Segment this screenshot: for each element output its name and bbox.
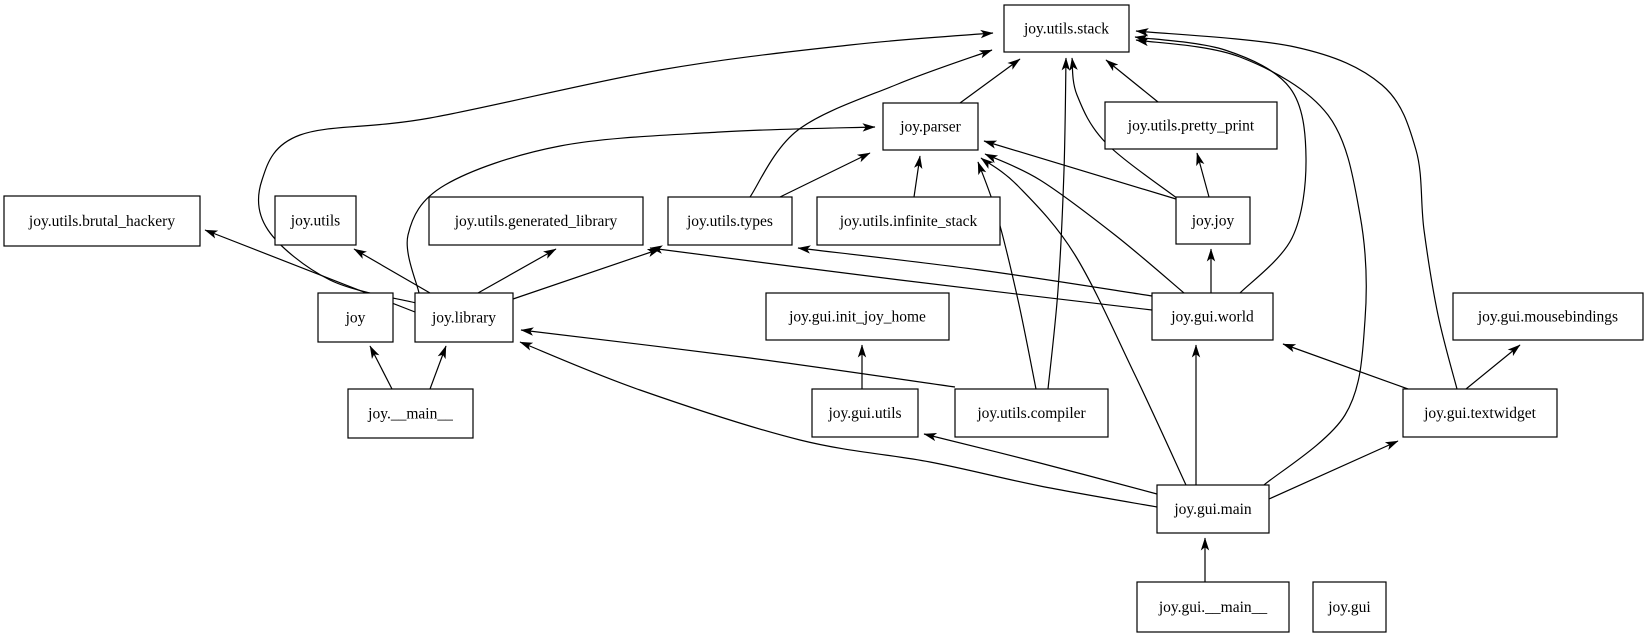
node-joy-joy: joy.joy — [1175, 196, 1251, 245]
edge-joy-gui-textwidget-to-joy-utils-stack — [1135, 28, 1458, 390]
node-box-joy-utils-generated-library — [428, 196, 644, 246]
node-box-joy-gui-textwidget — [1402, 388, 1558, 438]
edge-joy-library-to-joy-utils-generated-library — [477, 248, 557, 294]
node-joy-gui: joy.gui — [1312, 581, 1387, 633]
edge-joy-gui-textwidget-to-joy-gui-mousebindings — [1465, 344, 1521, 390]
edge-joy-gui-main-to-joy-gui-utils — [923, 432, 1158, 495]
node-joy-utils: joy.utils — [274, 195, 357, 246]
node-joy-gui-textwidget: joy.gui.textwidget — [1402, 388, 1558, 438]
node-joy: joy — [317, 292, 394, 343]
edge-joy-utils-compiler-to-joy-parser — [977, 161, 1037, 390]
edge-joy-library-to-joy-utils-stack — [257, 29, 994, 304]
node-box-joy-utils — [274, 195, 357, 246]
node-box-joy-gui — [1312, 581, 1387, 633]
node-label-joy: joy — [345, 310, 366, 327]
edge-joy-joy-to-joy-utils-stack — [1069, 57, 1179, 200]
node-box-joy-parser — [882, 102, 979, 151]
node-joy-utils-pretty-print: joy.utils.pretty_print — [1104, 101, 1278, 150]
node-joy-gui-init-joy-home: joy.gui.init_joy_home — [765, 292, 950, 341]
node-joy-parser: joy.parser — [882, 102, 979, 151]
node-joy-gui-main-main: joy.gui.__main__ — [1136, 581, 1290, 633]
node-box-joy-utils-brutal-hackery — [3, 195, 201, 247]
node-box-joy-utils-types — [667, 196, 793, 246]
edge-joy-main-to-joy-library — [429, 345, 447, 390]
node-joy-utils-stack: joy.utils.stack — [1003, 4, 1130, 53]
edge-joy-gui-world-to-joy-utils-stack — [1134, 34, 1307, 294]
node-label-joy-gui-mousebindings: joy.gui.mousebindings — [1477, 309, 1618, 326]
node-label-joy-gui-main: joy.gui.main — [1173, 501, 1252, 518]
node-box-joy-gui-main — [1156, 484, 1270, 534]
edge-joy-gui-world-to-joy-parser — [984, 153, 1185, 294]
node-box-joy-utils-stack — [1003, 4, 1130, 53]
edge-joy-main-to-joy — [369, 345, 393, 390]
node-label-joy-main: joy.__main__ — [367, 406, 453, 423]
node-label-joy-gui: joy.gui — [1327, 599, 1371, 616]
node-box-joy-joy — [1175, 196, 1251, 245]
node-joy-utils-compiler: joy.utils.compiler — [954, 388, 1109, 438]
edge-joy-utils-types-to-joy-parser — [779, 152, 871, 198]
node-label-joy-utils-compiler: joy.utils.compiler — [976, 405, 1086, 422]
node-label-joy-utils-generated-library: joy.utils.generated_library — [454, 213, 618, 230]
edge-joy-library-to-joy-utils — [353, 248, 431, 294]
edge-joy-gui-main-to-joy-utils-stack — [1135, 37, 1367, 486]
edge-joy-library-to-joy-parser — [406, 123, 876, 294]
node-label-joy-utils: joy.utils — [290, 213, 340, 230]
edge-joy-joy-to-joy-parser — [983, 140, 1177, 200]
node-joy-gui-world: joy.gui.world — [1151, 292, 1274, 341]
node-box-joy-gui-init-joy-home — [765, 292, 950, 341]
node-label-joy-gui-main-main: joy.gui.__main__ — [1158, 599, 1268, 616]
node-label-joy-gui-init-joy-home: joy.gui.init_joy_home — [788, 309, 926, 326]
node-label-joy-joy: joy.joy — [1191, 213, 1235, 230]
node-box-joy-utils-pretty-print — [1104, 101, 1278, 150]
node-box-joy-utils-infinite-stack — [816, 196, 1001, 246]
edge-joy-utils-types-to-joy-utils-stack — [749, 49, 993, 198]
node-box-joy-gui-world — [1151, 292, 1274, 341]
node-joy-gui-mousebindings: joy.gui.mousebindings — [1452, 292, 1644, 341]
node-label-joy-gui-textwidget: joy.gui.textwidget — [1423, 405, 1536, 422]
node-joy-library: joy.library — [414, 292, 514, 343]
node-joy-gui-utils: joy.gui.utils — [811, 388, 919, 438]
node-label-joy-gui-world: joy.gui.world — [1170, 309, 1254, 326]
node-label-joy-gui-utils: joy.gui.utils — [827, 405, 901, 422]
node-label-joy-utils-pretty-print: joy.utils.pretty_print — [1127, 118, 1255, 135]
edge-joy-utils-compiler-to-joy-utils-stack — [1047, 57, 1070, 390]
node-label-joy-utils-types: joy.utils.types — [686, 213, 773, 230]
node-label-joy-parser: joy.parser — [899, 119, 961, 136]
node-joy-gui-main: joy.gui.main — [1156, 484, 1270, 534]
edge-joy-joy-to-joy-utils-pretty-print — [1196, 152, 1210, 198]
edge-joy-utils-infinite-stack-to-joy-parser — [913, 155, 923, 198]
node-box-joy-gui-main-main — [1136, 581, 1290, 633]
edge-joy-gui-main-to-joy-parser — [980, 157, 1187, 486]
edge-joy-gui-main-to-joy-gui-textwidget — [1268, 440, 1399, 500]
edge-joy-library-to-joy-utils-types — [512, 248, 661, 300]
node-box-joy-utils-compiler — [954, 388, 1109, 438]
edge-joy-gui-textwidget-to-joy-gui-world — [1282, 343, 1409, 390]
edge-joy-gui-main-to-joy-library — [519, 341, 1158, 508]
edge-joy-gui-world-to-joy-utils-generated-library — [649, 245, 1153, 311]
node-box-joy — [317, 292, 394, 343]
node-label-joy-utils-brutal-hackery: joy.utils.brutal_hackery — [28, 213, 175, 230]
node-label-joy-library: joy.library — [431, 310, 496, 327]
node-box-joy-gui-utils — [811, 388, 919, 438]
edge-joy-gui-world-to-joy-utils-types — [797, 245, 1153, 297]
edge-joy-utils-pretty-print-to-joy-utils-stack — [1105, 59, 1159, 103]
node-joy-main: joy.__main__ — [347, 388, 474, 439]
node-label-joy-utils-infinite-stack: joy.utils.infinite_stack — [839, 213, 978, 230]
edge-joy-utils-compiler-to-joy-library — [520, 327, 956, 388]
node-box-joy-gui-mousebindings — [1452, 292, 1644, 341]
node-joy-utils-generated-library: joy.utils.generated_library — [428, 196, 644, 246]
node-joy-utils-types: joy.utils.types — [667, 196, 793, 246]
node-box-joy-library — [414, 292, 514, 343]
node-joy-utils-infinite-stack: joy.utils.infinite_stack — [816, 196, 1001, 246]
node-box-joy-main — [347, 388, 474, 439]
node-joy-utils-brutal-hackery: joy.utils.brutal_hackery — [3, 195, 201, 247]
edge-joy-parser-to-joy-utils-stack — [959, 58, 1021, 104]
node-label-joy-utils-stack: joy.utils.stack — [1023, 21, 1109, 38]
